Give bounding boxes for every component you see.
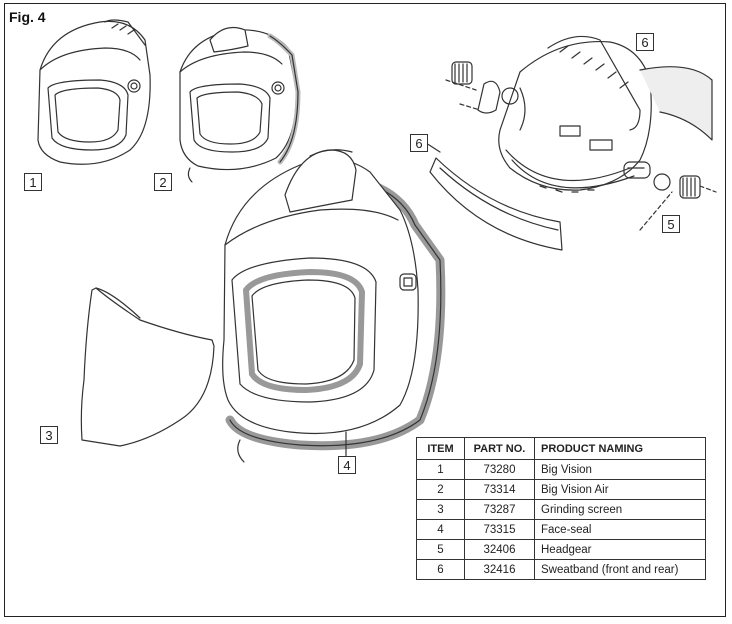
table-row: 6 32416 Sweatband (front and rear) — [416, 559, 706, 580]
row-naming: Headgear — [534, 539, 706, 560]
row-part-no: 73287 — [464, 499, 535, 520]
grinding-screen — [80, 287, 215, 447]
row-item: 2 — [416, 479, 465, 500]
header-item: ITEM — [416, 437, 465, 460]
helmet-big-vision — [37, 19, 151, 165]
row-item: 4 — [416, 519, 465, 540]
helmet-large-face-seal — [222, 149, 446, 463]
callout-item-3: 3 — [40, 426, 58, 444]
table-header-row: ITEM PART NO. PRODUCT NAMING — [416, 437, 706, 460]
row-naming: Big Vision Air — [534, 479, 706, 500]
callout-item-4: 4 — [338, 456, 356, 474]
table-row: 5 32406 Headgear — [416, 539, 706, 560]
parts-table: ITEM PART NO. PRODUCT NAMING 1 73280 Big… — [416, 437, 706, 580]
callout-item-1: 1 — [24, 173, 42, 191]
headgear — [445, 35, 717, 231]
front-sweatband — [429, 157, 563, 251]
callout-item-2: 2 — [154, 173, 172, 191]
row-naming: Face-seal — [534, 519, 706, 540]
callout-item-6-rear: 6 — [636, 33, 654, 51]
row-part-no: 32406 — [464, 539, 535, 560]
header-part-no: PART NO. — [464, 437, 535, 460]
row-part-no: 32416 — [464, 559, 535, 580]
row-item: 6 — [416, 559, 465, 580]
row-item: 5 — [416, 539, 465, 560]
callout-item-6-front: 6 — [410, 134, 428, 152]
callout-item-5: 5 — [662, 215, 680, 233]
row-naming: Sweatband (front and rear) — [534, 559, 706, 580]
figure-title: Fig. 4 — [9, 9, 46, 25]
header-product-naming: PRODUCT NAMING — [534, 437, 706, 460]
table-row: 1 73280 Big Vision — [416, 459, 706, 480]
table-row: 2 73314 Big Vision Air — [416, 479, 706, 500]
row-part-no: 73314 — [464, 479, 535, 500]
row-naming: Grinding screen — [534, 499, 706, 520]
row-part-no: 73280 — [464, 459, 535, 480]
row-part-no: 73315 — [464, 519, 535, 540]
row-item: 1 — [416, 459, 465, 480]
table-row: 3 73287 Grinding screen — [416, 499, 706, 520]
helmet-big-vision-air — [179, 27, 301, 183]
row-item: 3 — [416, 499, 465, 520]
row-naming: Big Vision — [534, 459, 706, 480]
table-row: 4 73315 Face-seal — [416, 519, 706, 540]
